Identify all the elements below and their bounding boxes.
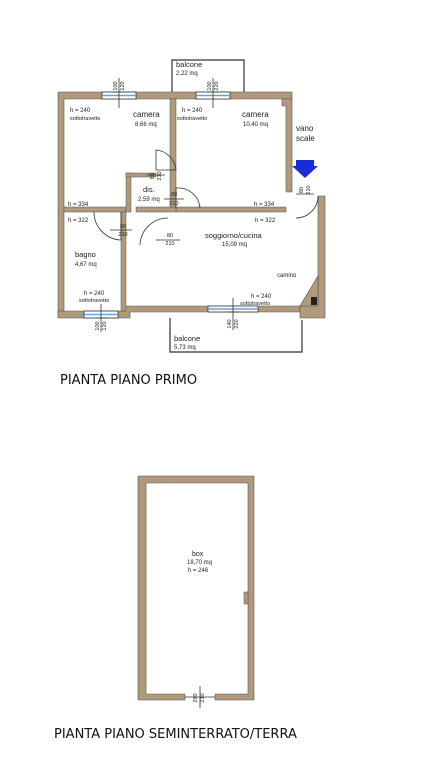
camera-left-height: h = 240 — [70, 108, 91, 114]
dim-door-dis-a: 80 — [150, 173, 156, 179]
dim-door-dis-b: 210 — [157, 171, 163, 180]
camino-name: camino — [277, 273, 297, 279]
camera-right-height: h = 240 — [182, 108, 203, 114]
camera-right-note: sottotravetto — [177, 116, 207, 122]
camino-flue — [311, 297, 317, 305]
dim-door-vano-b: 210 — [306, 185, 312, 194]
bagno-name: bagno — [75, 250, 96, 259]
dim-win-top-left-b: 120 — [120, 81, 126, 90]
vano-scale-name-2: scale — [296, 134, 315, 143]
height-334-right: h = 334 — [254, 202, 275, 208]
dimension-labels: 100 120 100 220 80 210 80 210 80 210 80 … — [95, 81, 312, 330]
dim-door-vano-a: 80 — [299, 187, 305, 193]
interior-wall-dis-bottom — [135, 206, 177, 213]
height-322-left: h = 322 — [68, 218, 89, 224]
floor1-plan: 100 120 100 220 80 210 80 210 80 210 80 … — [57, 59, 326, 388]
dis-name: dis. — [143, 185, 155, 194]
dim-door-bagno-b: 210 — [118, 232, 127, 238]
dim-door-bagno-a: 80 — [120, 224, 126, 230]
camera-left-note: sottotravetto — [70, 116, 100, 122]
balcone-bottom-outline — [169, 318, 303, 353]
exterior-wall-right — [281, 98, 293, 193]
soggiorno-area: 15,09 mq — [222, 242, 247, 248]
balcone-top-name: balcone — [176, 60, 202, 69]
dim-win-top-left-a: 100 — [113, 81, 119, 90]
dim-win-bot-right-a: 140 — [227, 319, 233, 328]
dimension-marks — [95, 78, 314, 332]
bagno-area: 4,67 mq — [75, 262, 97, 268]
soggiorno-height: h = 240 — [251, 294, 272, 300]
balcone-top-area: 2,22 mq — [176, 71, 198, 77]
box-area: 18,70 mq — [187, 560, 212, 566]
floor0-caption: PIANTA PIANO SEMINTERRATO/TERRA — [54, 727, 297, 742]
height-334-left: h = 334 — [68, 202, 89, 208]
dim-win-bot-right-b: 220 — [234, 319, 240, 328]
dim-win-top-right-b: 220 — [214, 81, 220, 90]
dim-door-dis2-a: 80 — [171, 192, 177, 198]
dim-door-dis2-b: 210 — [169, 201, 178, 207]
dim-win-bot-left-b: 120 — [102, 321, 108, 330]
interior-wall-dis-left — [125, 172, 132, 213]
box-labels: box 18,70 mq h = 246 260 210 — [187, 551, 212, 703]
bagno-height: h = 240 — [84, 291, 105, 297]
box-name: box — [192, 551, 204, 558]
balcone-top-outline — [171, 59, 245, 97]
camera-right-area: 10,40 mq — [243, 122, 268, 128]
dim-win-top-right-a: 100 — [207, 81, 213, 90]
box-door-dim-a: 260 — [193, 693, 199, 702]
door-swings — [93, 149, 319, 246]
box-walls — [137, 475, 255, 701]
dim-door-sogg-a: 80 — [167, 233, 173, 239]
floor1-caption: PIANTA PIANO PRIMO — [60, 373, 197, 388]
dim-win-bot-left-a: 100 — [95, 321, 101, 330]
height-322-right: h = 322 — [255, 218, 276, 224]
box-door-dim-b: 210 — [200, 693, 206, 702]
box-pillar — [243, 591, 249, 605]
camera-left-area: 8,66 mq — [135, 122, 157, 128]
dim-door-sogg-b: 210 — [165, 241, 174, 247]
vano-scale-name-1: vano — [296, 124, 314, 133]
camera-left-name: camera — [133, 110, 160, 119]
entrance-arrow-icon — [292, 160, 318, 178]
balcone-bottom-area: 5,73 mq — [174, 345, 196, 351]
dis-area: 2,59 mq — [138, 197, 160, 203]
soggiorno-name: soggiorno/cucina — [205, 231, 263, 240]
room-labels: balcone 2,22 mq h = 240 sottotravetto ca… — [68, 60, 315, 351]
balcone-bottom-name: balcone — [174, 334, 200, 343]
camera-right-name: camera — [242, 110, 269, 119]
floor0-plan: box 18,70 mq h = 246 260 210 PIANTA PIAN… — [54, 475, 297, 742]
box-height: h = 246 — [188, 568, 209, 574]
soggiorno-note: sottotravetto — [240, 301, 270, 307]
interior-wall-bagno-right — [120, 211, 127, 312]
bagno-note: sottotravetto — [79, 298, 109, 304]
